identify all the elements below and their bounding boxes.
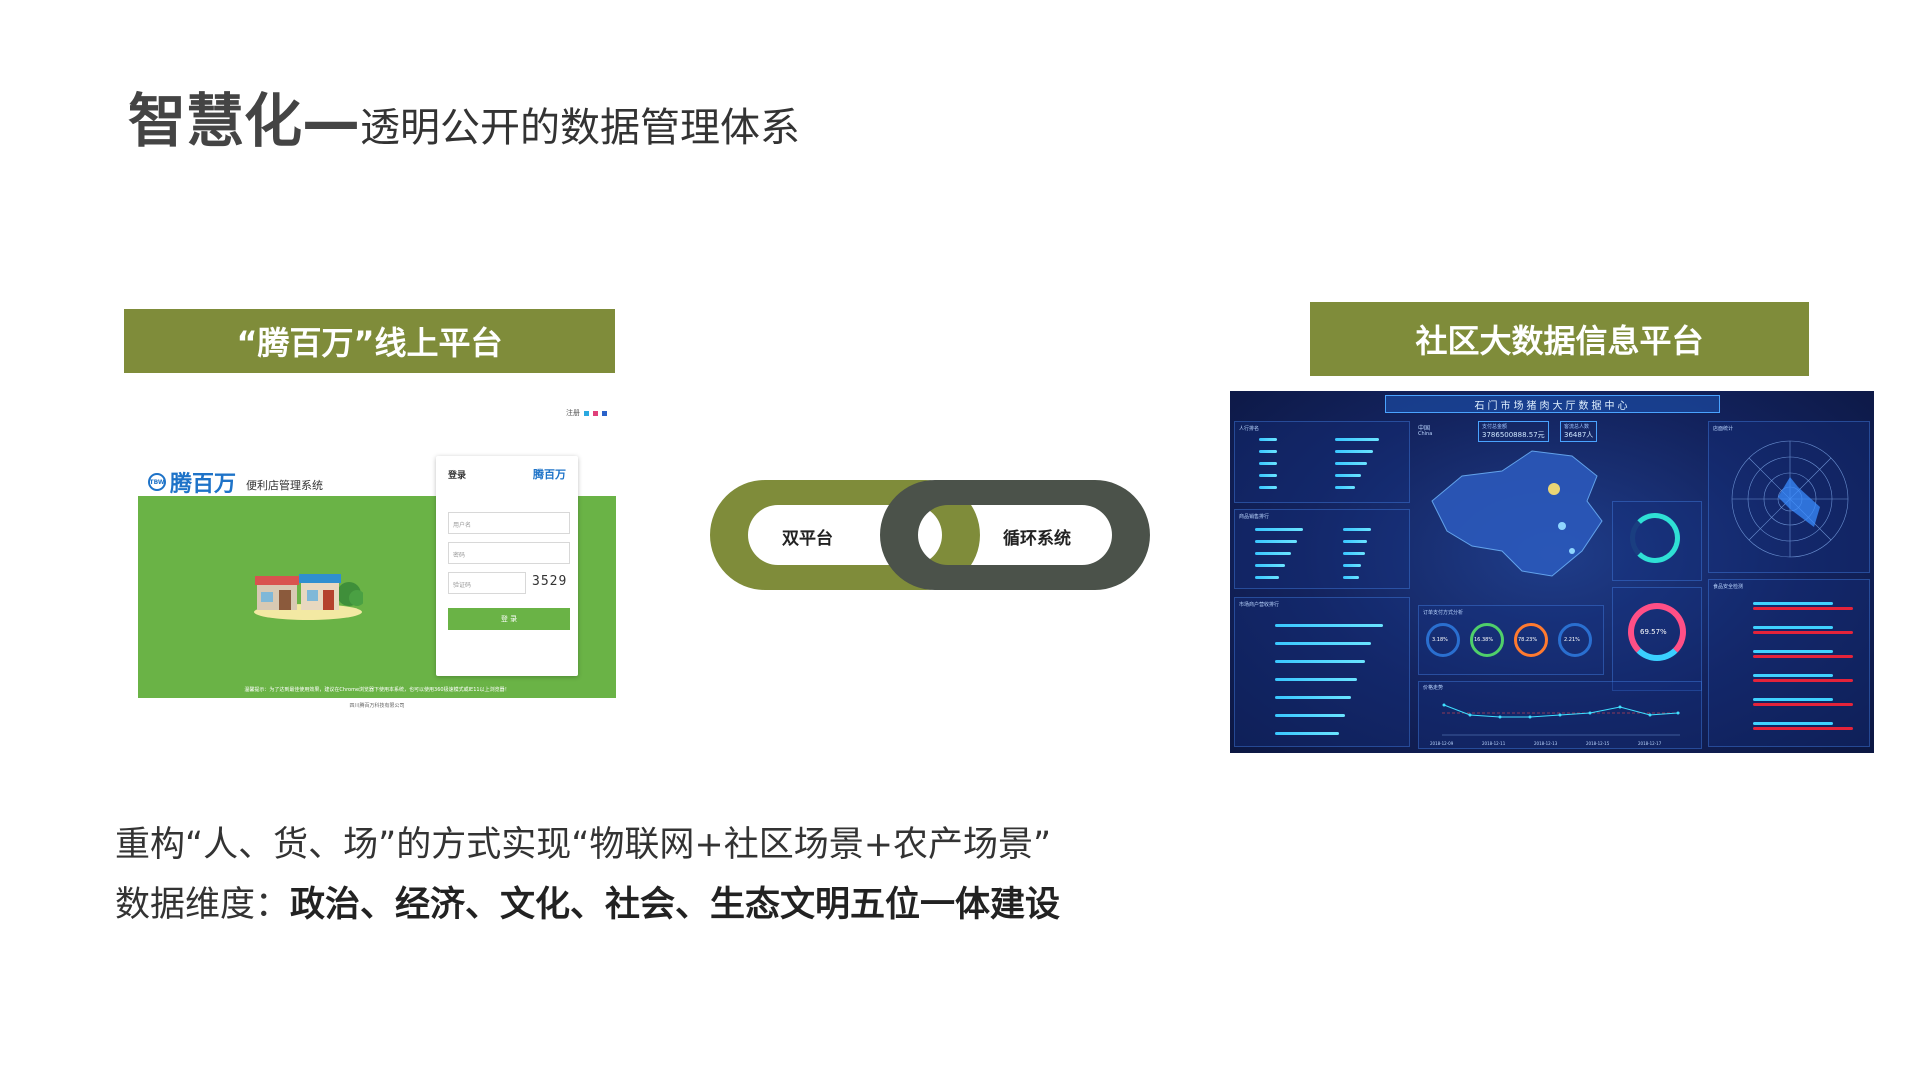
map-label: 中国 bbox=[1418, 425, 1431, 432]
chain-left-label: 双平台 bbox=[782, 529, 833, 549]
ring-value-2: 16.38% bbox=[1474, 637, 1494, 643]
chain-right-link bbox=[880, 480, 1150, 590]
ring-value-4: 2.21% bbox=[1564, 637, 1580, 643]
panel-label: 人行排名 bbox=[1239, 426, 1260, 432]
shop-illustration-icon bbox=[254, 574, 363, 620]
captcha-image[interactable]: 3529 bbox=[532, 574, 568, 589]
panel-label: 订单支付方式分析 bbox=[1423, 610, 1464, 616]
big-ring-chart bbox=[1628, 603, 1686, 661]
login-page-screenshot: 注册 TBW 腾百万 便利店管理系统 登录 腾百万 用户名 密码 验证码 352… bbox=[138, 400, 616, 712]
panel-label: 市场商户营收排行 bbox=[1239, 602, 1280, 608]
title-subtitle: 透明公开的数据管理体系 bbox=[360, 105, 801, 151]
axis-x-2: 2018-12-11 bbox=[1482, 741, 1506, 746]
ring-2 bbox=[1470, 623, 1504, 657]
restructure-statement: 重构“人、货、场”的方式实现“物联网+社区场景+农产场景” bbox=[115, 825, 1052, 865]
ring-4 bbox=[1558, 623, 1592, 657]
color-dot bbox=[593, 410, 598, 416]
data-dimensions: 数据维度：政治、经济、文化、社会、生态文明五位一体建设 bbox=[115, 876, 1060, 927]
panel-ranking: 人行排名 bbox=[1234, 421, 1410, 503]
dashboard-screenshot: 石门市场猪肉大厅数据中心 人行排名 商品销售排行 市场商户营收排行 中国 Chi… bbox=[1230, 391, 1874, 753]
axis-x-1: 2018-12-09 bbox=[1430, 741, 1454, 746]
title-bold: 智慧化— bbox=[128, 87, 361, 155]
password-input[interactable]: 密码 bbox=[448, 542, 570, 564]
radar-chart-icon bbox=[1731, 440, 1849, 558]
trend-line-chart bbox=[1442, 703, 1680, 736]
axis-x-4: 2018-12-15 bbox=[1586, 741, 1610, 746]
captcha-input[interactable]: 验证码 bbox=[448, 572, 526, 594]
map-sublabel: China bbox=[1418, 431, 1433, 437]
ring-chart bbox=[1630, 513, 1680, 563]
panel-label: 价格走势 bbox=[1423, 685, 1444, 691]
panel-label: 食品安全检测 bbox=[1713, 584, 1744, 590]
big-ring-value: 69.57% bbox=[1640, 628, 1667, 636]
china-map-icon bbox=[1431, 450, 1603, 577]
ring-1 bbox=[1426, 623, 1460, 657]
ring-value-3: 78.23% bbox=[1518, 637, 1538, 643]
stat-payment: 支付总金额 3786500888.57元 bbox=[1478, 421, 1549, 442]
brand-mark-icon: TBW bbox=[148, 473, 166, 491]
right-platform-header: 社区大数据信息平台 bbox=[1310, 302, 1809, 376]
ring-value-1: 3.18% bbox=[1432, 637, 1448, 643]
panel-revenue: 市场商户营收排行 bbox=[1234, 597, 1410, 747]
username-input[interactable]: 用户名 bbox=[448, 512, 570, 534]
footer-company: 四川腾百万科技有限公司 bbox=[349, 703, 405, 709]
chain-right-label: 循环系统 bbox=[1003, 529, 1071, 549]
top-links: 注册 bbox=[566, 408, 607, 418]
brand-name: 腾百万 bbox=[170, 472, 237, 497]
ring-3 bbox=[1514, 623, 1548, 657]
chain-link-icon bbox=[710, 480, 1150, 590]
data-dimensions-values: 政治、经济、文化、社会、生态文明五位一体建设 bbox=[290, 885, 1061, 925]
panel-goods: 商品销售排行 bbox=[1234, 509, 1410, 589]
axis-x-5: 2018-12-17 bbox=[1638, 741, 1662, 746]
left-platform-header: “腾百万”线上平台 bbox=[124, 309, 615, 373]
panel-food-safety: 食品安全检测 bbox=[1708, 579, 1870, 747]
register-link[interactable]: 注册 bbox=[566, 409, 580, 417]
dashboard-title: 石门市场猪肉大厅数据中心 bbox=[1385, 395, 1720, 413]
color-dot bbox=[602, 410, 607, 416]
panel-label: 商品销售排行 bbox=[1239, 514, 1270, 520]
brand-logo: TBW 腾百万 便利店管理系统 bbox=[148, 466, 323, 498]
login-card-brand: 腾百万 bbox=[533, 468, 566, 481]
login-card: 登录 腾百万 用户名 密码 验证码 3529 登 录 bbox=[436, 456, 578, 676]
panel-label: 店面统计 bbox=[1713, 426, 1734, 432]
footer-notice: 温馨提示：为了达到最佳使用效果，建议在Chrome浏览器下使用本系统，也可以使用… bbox=[244, 687, 510, 693]
data-dimensions-label: 数据维度： bbox=[115, 885, 291, 925]
login-title: 登录 bbox=[448, 471, 467, 481]
login-button[interactable]: 登 录 bbox=[448, 608, 570, 630]
page-title: 智慧化—透明公开的数据管理体系 bbox=[128, 74, 800, 158]
system-name: 便利店管理系统 bbox=[246, 479, 324, 492]
axis-x-3: 2018-12-13 bbox=[1534, 741, 1558, 746]
stat-visitors: 客流总人数 36487人 bbox=[1560, 421, 1598, 442]
color-dot bbox=[584, 410, 589, 416]
